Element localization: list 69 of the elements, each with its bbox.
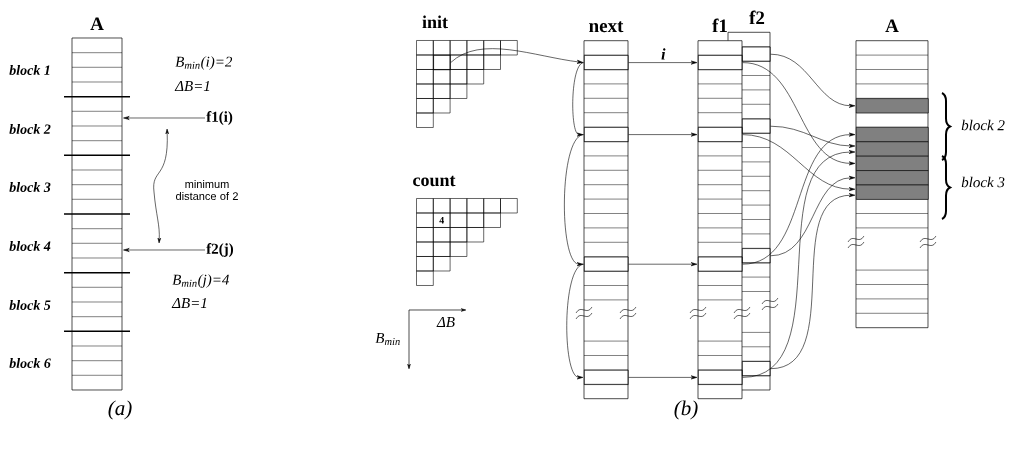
shaded-cell — [856, 141, 929, 157]
arrow — [742, 134, 856, 192]
node-label: init — [422, 15, 448, 29]
arrow — [628, 132, 698, 137]
array-cell — [584, 55, 629, 71]
node-label: A — [885, 19, 899, 32]
array-column: f2 — [727, 10, 779, 391]
array-cell — [584, 127, 629, 143]
array-cell — [698, 256, 743, 272]
parameter-label: B$_{min}$(i)=2 — [175, 56, 233, 70]
shaded-cell — [856, 184, 929, 200]
shaded-cell — [856, 98, 929, 114]
node-label: count — [413, 175, 456, 187]
arrow — [564, 134, 585, 267]
shaded-cell — [856, 127, 929, 143]
arrow — [742, 150, 856, 378]
arrow — [628, 262, 698, 267]
node-label: 4 — [439, 216, 445, 224]
axis-label: ΔB — [436, 317, 455, 327]
node-label: next — [589, 21, 624, 33]
arrow — [566, 263, 585, 380]
panel-caption: (b) — [674, 400, 698, 420]
arrow — [742, 132, 856, 265]
arrow — [123, 248, 206, 252]
parameter-label: ΔB=1 — [171, 298, 207, 308]
array-cell — [742, 248, 771, 264]
shaded-cell — [856, 170, 929, 186]
block-label: block 3 — [9, 182, 51, 192]
array-cell — [584, 369, 629, 385]
shaded-cell — [856, 155, 929, 171]
arrow — [770, 125, 856, 148]
triangular-grid: init — [416, 15, 518, 128]
block-label: block 2 — [9, 124, 51, 134]
arrow — [742, 62, 856, 166]
parameter-label: B$_{min}$(j)=4 — [172, 274, 230, 288]
pointer-label: f2(j) — [206, 243, 233, 257]
arrow — [770, 53, 856, 108]
block-label: block 6 — [9, 358, 51, 368]
array-cell — [742, 361, 771, 377]
array-cell — [742, 118, 771, 134]
pointer-label: f1(i) — [206, 111, 233, 125]
array-cell — [698, 369, 743, 385]
array-cell — [584, 256, 629, 272]
annotation-text: minimum distance of 2 — [176, 179, 238, 201]
edge-label: i — [660, 47, 667, 61]
arrow — [628, 60, 698, 65]
arrow — [450, 48, 584, 64]
arrow — [770, 175, 856, 257]
block-label: block 4 — [9, 241, 51, 251]
grid-cell — [433, 55, 451, 71]
block-label: block 2 — [961, 119, 1005, 131]
arrow — [770, 193, 856, 369]
parameter-label: ΔB=1 — [174, 81, 210, 91]
arrow — [123, 116, 206, 120]
node-label: f1 — [712, 18, 727, 32]
block-label: block 1 — [9, 65, 50, 75]
array-cell — [742, 46, 771, 62]
arrow — [628, 375, 698, 380]
node-label: A — [90, 17, 104, 30]
array-cell — [698, 55, 743, 71]
panel-caption: (a) — [108, 400, 132, 420]
triangular-grid: count 4 — [413, 175, 518, 286]
array-column: next — [575, 21, 637, 400]
array-column: A — [63, 17, 131, 391]
arrow — [572, 62, 585, 137]
block-label: block 5 — [9, 300, 51, 310]
axis-label: B$_{min}$ — [375, 333, 400, 345]
block-label: block 3 — [961, 176, 1005, 188]
array-cell — [698, 127, 743, 143]
